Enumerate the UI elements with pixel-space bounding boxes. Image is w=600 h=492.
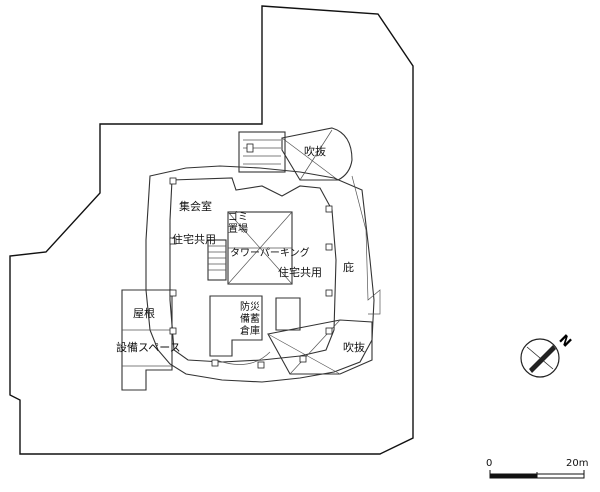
label-fukinuke-top: 吹抜: [304, 144, 326, 158]
label-okiba: 置場: [228, 222, 248, 235]
awning-line: [351, 175, 381, 315]
columns: [169, 177, 333, 369]
inner-stair: [207, 239, 227, 281]
label-hisashi: 庇: [343, 260, 354, 274]
label-bosai1: 防災: [240, 300, 260, 313]
label-okune: 屋根: [133, 306, 155, 320]
label-fukinuke-bottom: 吹抜: [343, 340, 365, 354]
label-setsubi: 設備スペース: [116, 340, 181, 354]
scale-end: 20m: [566, 458, 588, 469]
site-boundary: [9, 5, 414, 455]
label-jutaku-left: 住宅共用: [172, 232, 216, 246]
north-letter: N: [556, 332, 574, 350]
building-outline: [145, 165, 375, 383]
label-bosai2: 備蓄: [240, 312, 260, 325]
label-jutaku-right: 住宅共用: [278, 265, 322, 279]
label-gomi: ゴミ: [228, 210, 248, 223]
label-bosai3: 倉庫: [240, 324, 260, 337]
label-tower-parking: タワーパーキング: [230, 246, 310, 259]
label-shukaishitsu: 集会室: [179, 199, 212, 213]
north-arrow-icon: N: [520, 332, 574, 378]
stair-block-top: [238, 131, 286, 173]
building-core: [169, 177, 337, 363]
scale-start: 0: [486, 458, 492, 469]
scale-bar: 0 20m: [486, 458, 588, 479]
tower-parking-shaft: [227, 211, 293, 285]
lower-inner-rooms: [209, 295, 301, 365]
